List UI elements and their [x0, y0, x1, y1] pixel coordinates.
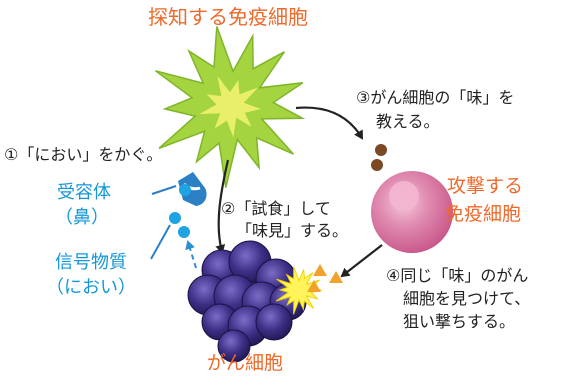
arrow-attack	[340, 244, 383, 278]
triangle-marker-icon	[329, 271, 343, 283]
step4-text-line3: 狙い撃ちする。	[403, 312, 516, 331]
triangle-marker-icon	[313, 264, 327, 276]
taste-particle-icon	[375, 144, 387, 156]
step1-text: ①「におい」をかぐ。	[4, 145, 163, 164]
cancer-cell-sphere	[255, 303, 293, 341]
cancer-cell-sphere	[217, 329, 251, 363]
signal-label-line2: （におい）	[46, 277, 136, 298]
attacker-label-line1: 攻撃する	[447, 175, 524, 197]
arrow-to-cancer	[215, 159, 230, 254]
step3-text-line2: 教える。	[376, 112, 440, 131]
step3-text-line1: ③がん細胞の「味」を	[356, 88, 515, 107]
triangle-marker-icon	[307, 280, 321, 292]
step2-text-line2: 「味見」する。	[236, 221, 349, 240]
detector-cell	[155, 26, 306, 188]
cancer-cell-cluster	[187, 240, 307, 363]
step4-text-line2: 細胞を見つけて、	[403, 289, 531, 308]
attacker-label-line2: 免疫細胞	[445, 203, 522, 225]
signal-dashed-arrow	[185, 240, 197, 269]
title-detector-cell: 探知する免疫細胞	[148, 5, 308, 29]
attack-burst-icon	[275, 266, 323, 315]
receptor-label-line2: （鼻）	[55, 207, 109, 228]
receptor-leader-line	[151, 185, 177, 195]
arrow-to-attacker	[295, 106, 364, 140]
signal-label-line1: 信号物質	[55, 252, 127, 273]
signal-leader-line	[150, 224, 171, 260]
attacker-cell	[371, 171, 453, 253]
signal-molecule-icon	[169, 212, 181, 224]
signal-molecule-icon	[179, 184, 191, 196]
taste-particle-icon	[371, 159, 383, 171]
step4-text-line1: ④同じ「味」のがん	[386, 266, 529, 285]
cancer-cell-label: がん細胞	[207, 352, 284, 374]
signal-molecule-icon	[178, 226, 190, 238]
step2-text-line1: ②「試食」して	[221, 199, 331, 218]
receptor-label-line1: 受容体	[57, 182, 111, 203]
